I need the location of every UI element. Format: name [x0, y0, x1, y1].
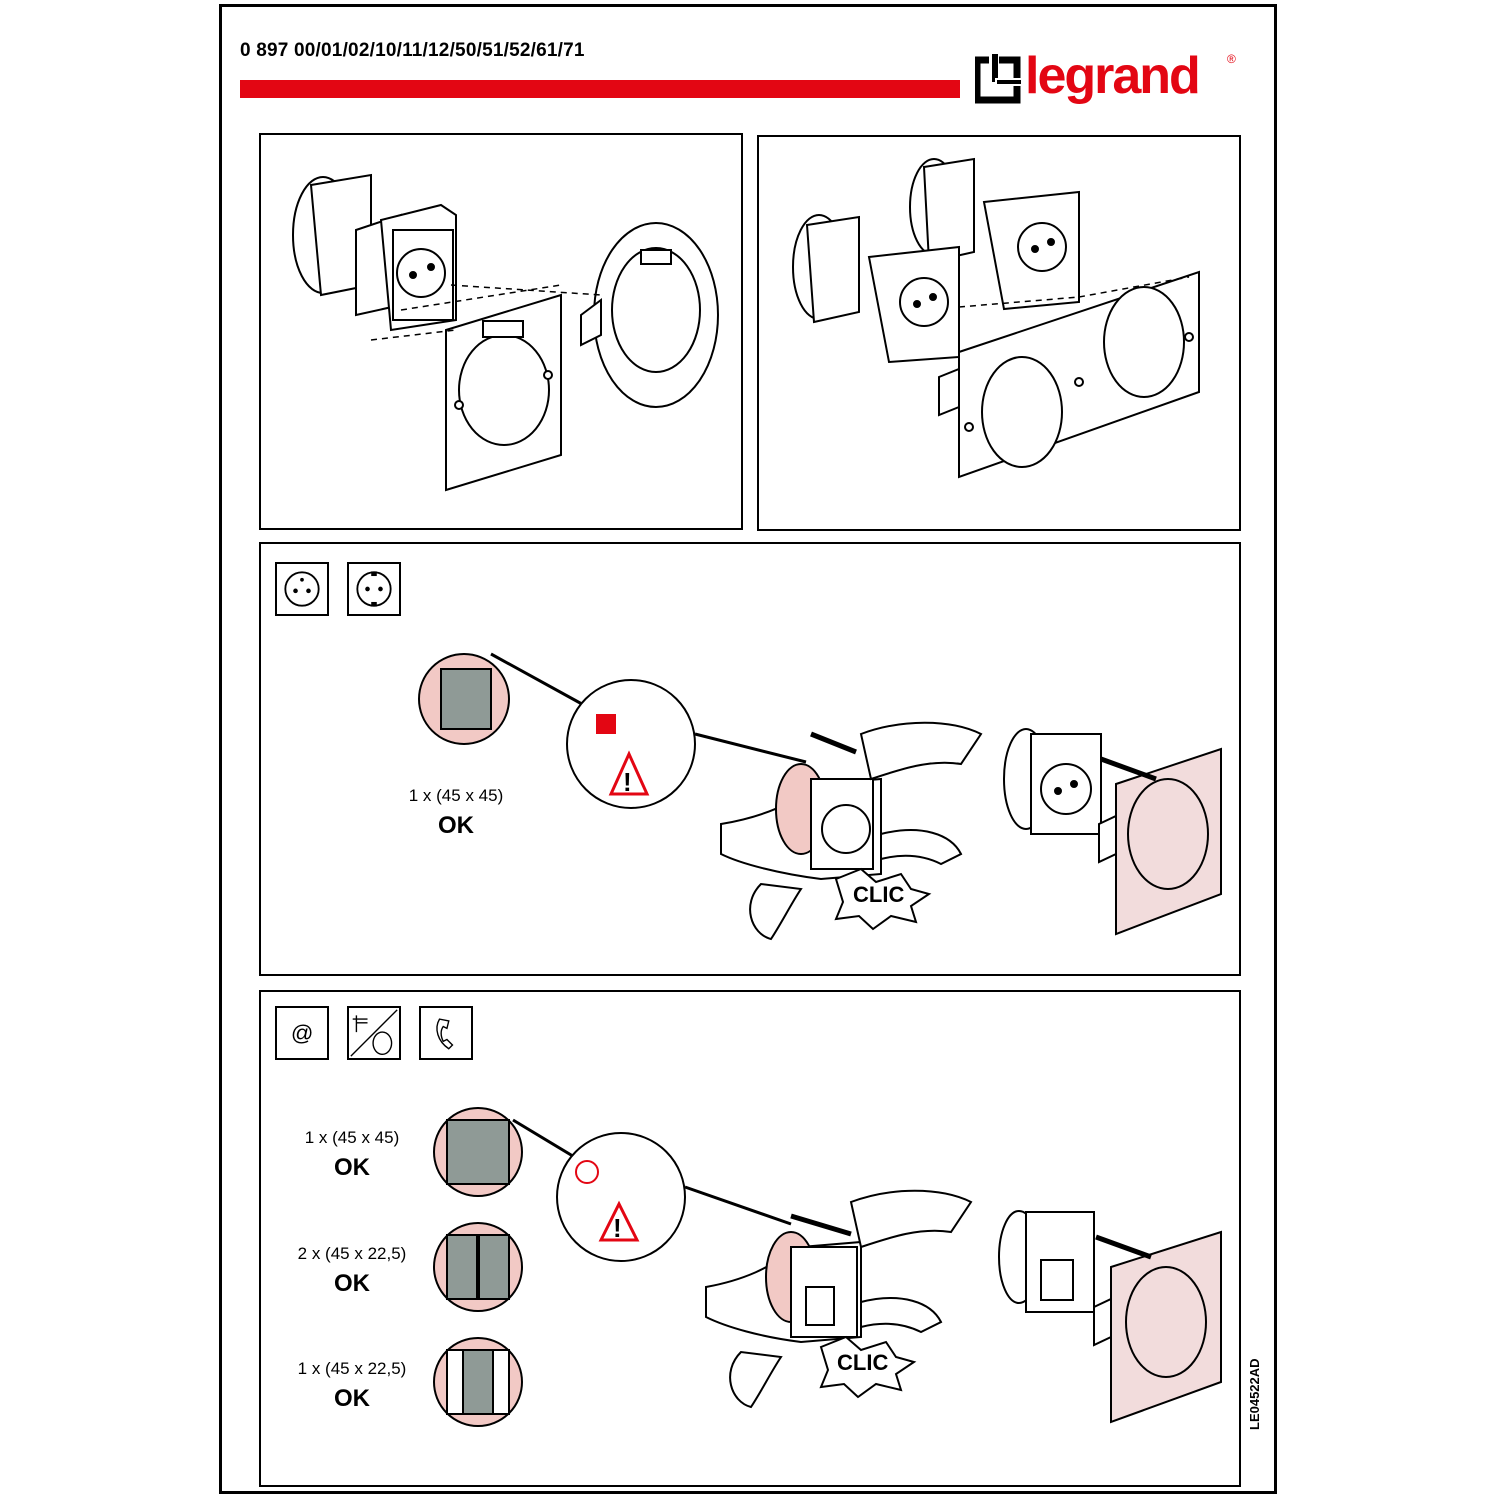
support-plate-45x45 — [418, 653, 510, 745]
panel-data-socket-installation: @ ! — [259, 990, 1241, 1487]
option-3-ok-status: OK — [334, 1385, 370, 1412]
telephone-icon — [419, 1006, 473, 1060]
double-assembly-illustration — [792, 157, 1200, 479]
ok-status: OK — [438, 812, 474, 839]
option-3-size-label: 1 x (45 x 22,5) — [297, 1359, 407, 1378]
option-1-ok-status: OK — [334, 1154, 370, 1181]
registered-mark: ® — [1227, 52, 1236, 66]
product-reference: 0 897 00/01/02/10/11/12/50/51/52/61/71 — [240, 40, 585, 61]
tv-satellite-icon — [347, 1006, 401, 1060]
legrand-logo: legrand ® — [973, 47, 1240, 110]
option-2-size-label: 2 x (45 x 22,5) — [297, 1244, 407, 1263]
panel-double-assembly — [757, 135, 1241, 531]
french-socket-icon — [275, 562, 329, 616]
option-2-ok-status: OK — [334, 1270, 370, 1297]
legrand-logo-mark — [973, 54, 1021, 104]
option-1-size-label: 1 x (45 x 45) — [304, 1128, 400, 1147]
support-plate-2x45x22 — [433, 1222, 523, 1312]
clic-sound-label: CLIC — [837, 1350, 889, 1375]
single-assembly-illustration — [292, 173, 719, 492]
legrand-wordmark: legrand — [1025, 47, 1201, 105]
power-socket-illustration: ! — [418, 652, 1222, 941]
header-red-bar — [240, 80, 960, 98]
clic-sound-label: CLIC — [853, 882, 905, 907]
panel-single-assembly — [259, 133, 743, 530]
document-reference: LE04522AD — [1247, 1358, 1262, 1430]
panel-power-socket-installation: ! 1 x (45 x 45) OK CLIC — [259, 542, 1241, 976]
svg-text:!: ! — [623, 767, 632, 797]
module-size-label: 1 x (45 x 45) — [408, 786, 504, 805]
svg-text:!: ! — [613, 1213, 622, 1243]
support-plate-1x45x45 — [433, 1107, 523, 1197]
support-plate-1x45x22 — [433, 1337, 523, 1427]
data-at-icon: @ — [275, 1006, 329, 1060]
svg-text:@: @ — [291, 1020, 314, 1045]
schuko-socket-icon — [347, 562, 401, 616]
data-socket-illustration: ! — [433, 1107, 1222, 1427]
